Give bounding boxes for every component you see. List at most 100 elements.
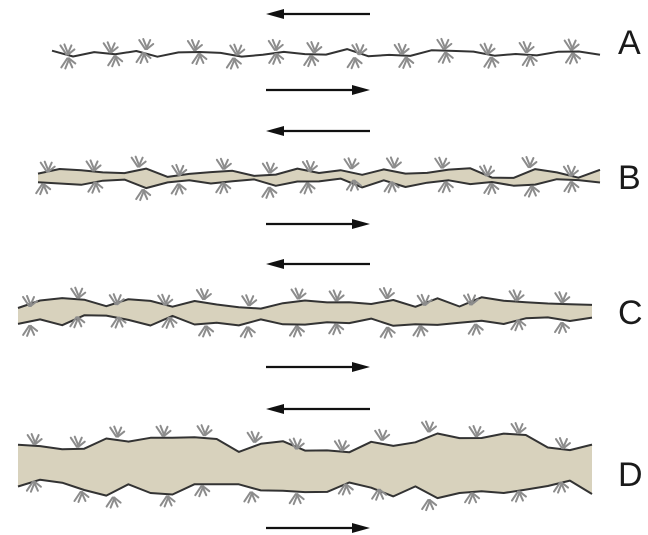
asperity-a-bottom-7 — [348, 58, 362, 68]
asperity-a-top-5 — [269, 40, 283, 50]
asperity-c-bottom-7 — [329, 324, 343, 334]
asperity-d-top-1 — [71, 437, 85, 447]
asperity-b-top-2 — [132, 157, 146, 167]
asperity-a-bottom-8 — [399, 58, 413, 68]
arrow-c-bottom-head — [352, 362, 370, 372]
asperity-c-bottom-6 — [290, 327, 304, 337]
asperity-c-bottom-0 — [23, 326, 37, 336]
asperity-d-top-0 — [28, 434, 42, 444]
arrow-b-bottom-head — [352, 219, 370, 229]
panel-label-b: B — [618, 159, 641, 197]
arrow-b-bottom — [266, 219, 370, 229]
arrow-c-top — [266, 259, 370, 269]
panel-label-c: C — [618, 294, 643, 332]
asperity-a-bottom-1 — [108, 56, 122, 66]
asperity-b-bottom-10 — [484, 184, 498, 194]
asperity-d-bottom-6 — [290, 494, 304, 504]
asperity-b-top-3 — [172, 165, 186, 175]
asperity-a-bottom-5 — [269, 54, 283, 64]
asperity-c-top-6 — [292, 289, 306, 299]
asperity-b-top-7 — [345, 158, 359, 168]
asperity-d-top-10 — [469, 426, 483, 436]
asperity-a-top-7 — [352, 44, 366, 54]
asperity-a-top-11 — [520, 42, 534, 52]
arrow-a-top-head — [266, 9, 284, 19]
asperity-d-top-2 — [110, 427, 124, 437]
asperity-d-bottom-9 — [422, 500, 436, 510]
asperity-b-bottom-5 — [262, 188, 276, 198]
arrow-a-bottom — [266, 85, 370, 95]
asperity-d-top-9 — [422, 421, 436, 431]
asperity-b-top-9 — [435, 158, 449, 168]
asperity-a-bottom-0 — [61, 58, 75, 68]
asperity-a-top-3 — [188, 40, 202, 50]
asperity-a-bottom-6 — [304, 56, 318, 66]
asperity-b-bottom-9 — [439, 182, 453, 192]
asperity-a-top-12 — [565, 40, 579, 50]
arrow-d-top-head — [266, 404, 284, 414]
asperity-d-bottom-2 — [107, 498, 121, 508]
asperity-c-bottom-10 — [469, 325, 483, 335]
arrow-a-bottom-head — [352, 85, 370, 95]
asperity-c-top-12 — [555, 292, 569, 302]
asperity-b-top-5 — [263, 163, 277, 173]
asperity-a-top-2 — [139, 39, 153, 49]
asperity-a-top-6 — [307, 42, 321, 52]
fracture-aperture-d — [18, 434, 592, 499]
asperity-c-bottom-8 — [381, 328, 395, 338]
asperity-a-top-10 — [481, 44, 495, 54]
asperity-d-bottom-3 — [161, 496, 175, 506]
asperity-a-top-8 — [395, 44, 409, 54]
asperity-b-top-4 — [217, 159, 231, 169]
asperity-c-bottom-5 — [241, 327, 255, 337]
asperity-d-top-4 — [198, 425, 212, 435]
panel-label-d: D — [618, 456, 643, 494]
asperity-b-bottom-11 — [525, 187, 539, 197]
asperity-d-bottom-10 — [465, 493, 479, 503]
arrow-c-bottom — [266, 362, 370, 372]
asperity-a-top-4 — [230, 45, 244, 55]
asperity-d-bottom-5 — [244, 492, 258, 502]
asperity-a-bottom-12 — [566, 54, 580, 64]
asperity-c-top-11 — [510, 290, 524, 300]
asperity-b-top-8 — [387, 157, 401, 167]
arrow-a-top — [266, 9, 370, 19]
asperity-d-bottom-1 — [74, 492, 88, 502]
arrow-c-top-head — [266, 259, 284, 269]
panel-d: D — [18, 404, 643, 533]
asperity-d-bottom-11 — [512, 492, 526, 502]
asperity-b-bottom-1 — [88, 183, 102, 193]
asperity-d-top-12 — [556, 438, 570, 448]
asperity-b-bottom-2 — [136, 190, 150, 200]
fracture-wall-top-a — [52, 49, 600, 57]
panel-c: C — [18, 259, 643, 372]
asperity-d-top-3 — [156, 426, 170, 436]
arrow-b-top-head — [266, 126, 284, 136]
asperity-b-bottom-6 — [301, 183, 315, 193]
asperity-d-top-7 — [335, 440, 349, 450]
asperity-d-top-8 — [375, 430, 389, 440]
asperity-a-bottom-3 — [192, 54, 206, 64]
asperity-a-top-1 — [104, 42, 118, 52]
panel-b: B — [36, 126, 640, 229]
asperity-a-bottom-11 — [523, 56, 537, 66]
asperity-b-bottom-3 — [172, 184, 186, 194]
asperity-c-top-8 — [380, 288, 394, 298]
asperity-d-top-5 — [248, 432, 262, 442]
asperity-a-bottom-4 — [227, 59, 241, 69]
asperity-c-top-1 — [71, 288, 85, 298]
asperity-c-bottom-4 — [199, 326, 213, 336]
asperity-a-bottom-10 — [484, 58, 498, 68]
asperity-b-bottom-0 — [36, 184, 50, 194]
arrow-d-bottom — [266, 523, 370, 533]
asperity-b-top-1 — [87, 160, 101, 170]
asperity-c-bottom-9 — [413, 326, 427, 336]
asperity-b-bottom-12 — [564, 182, 578, 192]
asperity-d-bottom-4 — [195, 486, 209, 496]
asperity-b-bottom-4 — [216, 183, 230, 193]
asperity-c-top-4 — [197, 289, 211, 299]
asperity-c-bottom-12 — [555, 323, 569, 333]
asperity-b-top-11 — [522, 157, 536, 167]
